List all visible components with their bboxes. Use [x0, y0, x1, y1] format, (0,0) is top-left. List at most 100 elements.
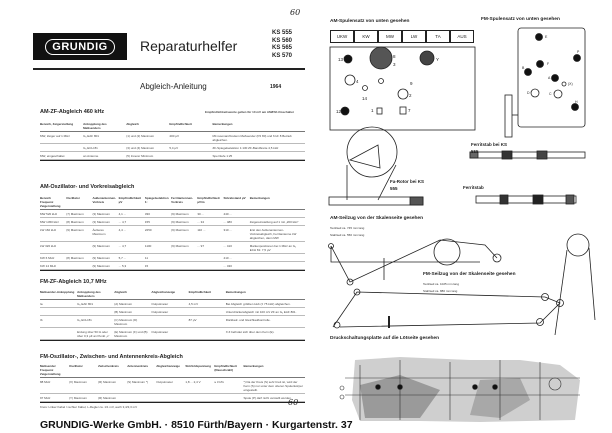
button-mw: MW: [378, 30, 402, 43]
button-ta: TA: [426, 30, 450, 43]
am-coil-heading: AM-Spulensatz von unten gesehen: [330, 19, 410, 24]
table-cell: Ia: [40, 301, 43, 306]
column-header: Abgleichanzeige: [151, 290, 176, 294]
am-coil-label: 4: [356, 79, 359, 84]
am_osc-heading: AM-Oszillator- und Vorkreisabgleich: [40, 184, 135, 190]
fm-coil-label: D: [527, 91, 530, 95]
column-header: Ankopplung des Meßsenders: [83, 122, 107, 130]
column-header: Oszillator: [69, 364, 83, 368]
fm-coil-heading: FM-Spulensatz von unten gesehen: [481, 17, 560, 22]
table-cell: ≤ 3 kTo: [214, 379, 225, 384]
pcb-board: [339, 357, 580, 422]
am-coil-label: 1: [371, 108, 374, 113]
table-cell: (R) Maximum: [98, 395, 117, 400]
table-cell: 310 ...: [223, 227, 232, 232]
table-cell: (1) und (2) Maximum: [126, 133, 155, 138]
button-kw: KW: [354, 30, 378, 43]
column-header: Antennenkreis: [127, 364, 149, 368]
table-cell: 30 ...: [197, 211, 204, 216]
column-header: Oszillator: [66, 196, 80, 200]
column-header: Empfindlichkeit µV/m: [197, 196, 220, 204]
fm-coil-board: [517, 27, 586, 128]
fm-cable-steel: Stahlseil ca. 880 mm lang: [423, 289, 458, 293]
table-cell: Zeigereinstellung auf 1 mit „200 kHz“: [249, 219, 299, 224]
table-cell: 5,4 µV: [169, 145, 179, 150]
table-cell: 5,7 ...: [118, 255, 127, 260]
am-coil-label: 9: [410, 81, 413, 86]
table-cell: (9) Maximum: [171, 211, 189, 216]
column-header: Bemerkungen: [249, 196, 270, 200]
table-cell: (3) und (4) Maximum: [126, 145, 155, 150]
fm-coil-label: H: [575, 100, 578, 104]
table-cell: (Y) Maximum: [69, 395, 87, 400]
table-cell: G₁ EAF 801: [83, 133, 99, 138]
subtitle: Abgleich-Anleitung: [140, 82, 207, 91]
table-cell: G₁ ECH 81: [83, 145, 98, 150]
column-header: Störabstand µV: [223, 196, 246, 200]
table-cell: 1,8 ... 2,4 V: [185, 379, 201, 384]
table-cell: Spule (P) darf nicht verstellt werden.: [243, 395, 292, 400]
table-cell: (E) Maximum (F) und (B) Maximum: [114, 329, 148, 338]
table-cell: Äußeres Maximum: [92, 227, 106, 236]
table-cell: (9) Maximum: [66, 227, 84, 232]
table-cell: ... 4,7: [118, 243, 127, 248]
table-cell: an Antenne: [83, 153, 99, 158]
divider: [33, 68, 305, 70]
handwritten-note: 60: [290, 8, 301, 17]
table-cell: (9) Maximum: [92, 263, 110, 268]
table-cell: ZF-Spiegelselektion 1:130 ZF-Bandbreite …: [212, 145, 279, 150]
table-cell: (9) Maximum: [171, 219, 189, 224]
table-cell: Erdung über 50 Ω oder über 0,3 µF an Pun…: [77, 329, 110, 338]
column-header: Abgleich: [114, 290, 127, 294]
fm_osc-table: Meßsender Frequenz Zeigerstellung Oszilla…: [40, 364, 305, 409]
fm-coil-label: B: [522, 66, 525, 70]
table-cell: (3) Maximum: [92, 219, 110, 224]
table-cell: 2250: [144, 227, 152, 232]
column-header: Bemerkungen: [225, 290, 246, 294]
column-header: Empfindlichkeit: [169, 122, 192, 126]
column-header: Störfeldspannung: [185, 364, 211, 368]
fm-coil-label: A: [548, 76, 551, 80]
table-cell: X Z befindet sich über dem Kern (E).: [225, 329, 275, 334]
table-cell: MW, Zeiger auf 1 MHz: [40, 133, 70, 138]
table-cell: ... 5,3: [118, 263, 127, 268]
table-cell: 4,5 mV: [188, 301, 199, 306]
table-cell: Outputmeter: [151, 309, 169, 314]
table-cell: Outputmeter: [151, 329, 169, 334]
table-cell: (A) Maximum: [114, 301, 133, 306]
am-coil-label: 13: [338, 57, 344, 62]
table-cell: 88 MHz: [40, 379, 51, 384]
table-cell: G₁ EAF 801: [77, 301, 93, 306]
ferrite-555-label: Ferritstab bei KS 555: [471, 142, 508, 154]
table-cell: 87 µV: [188, 317, 197, 322]
table-cell: ... 410: [223, 243, 232, 248]
button-lw: LW: [402, 30, 426, 43]
column-header: Meßsender Frequenz Zeigerstellung: [40, 364, 61, 376]
am-coil-label: 7: [408, 108, 411, 113]
fm-coil-label: E: [545, 35, 548, 39]
table-cell: ... 430: [223, 263, 232, 268]
table-cell: 110 ...: [197, 227, 206, 232]
rotor-circle: [346, 126, 398, 178]
table-cell: Mit resonanzbreitem Meßsender (P2 80) un…: [212, 133, 292, 142]
table-cell: (9) Maximum: [171, 227, 189, 232]
column-header: Abgleichanzeige: [156, 364, 180, 368]
am-dial-drum: [433, 238, 461, 266]
table-cell: KW 14 MHz: [40, 263, 57, 268]
table-cell: 410 ...: [223, 255, 232, 260]
table-cell: LW 320 kHz: [40, 243, 57, 248]
table-row: MW 1450 kHz(8) Maximum(3) Maximum... 4,7…: [40, 218, 305, 226]
grundig-logo: GRUNDIG: [33, 33, 127, 60]
table-cell: (X) Maximum: [69, 379, 87, 384]
table-cell: Markenpositionen bei 1 MHz an G₁ ECH 81:…: [249, 243, 297, 252]
